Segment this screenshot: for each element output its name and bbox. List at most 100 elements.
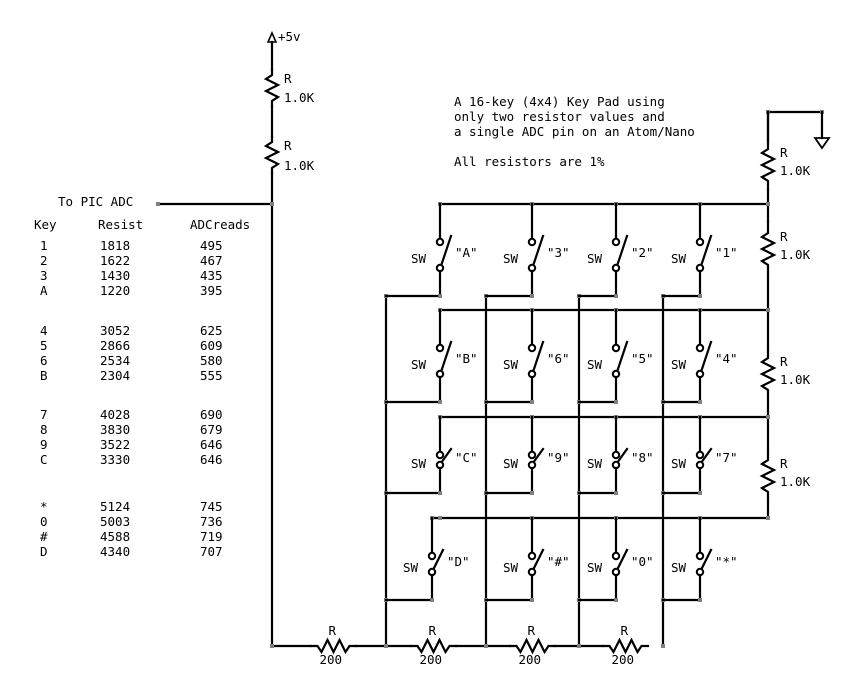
key-switch[interactable]: SW"2" (577, 202, 654, 298)
switch-label: "B" (455, 351, 478, 366)
resistor-name: R (528, 623, 536, 638)
key-cell: C (40, 452, 48, 467)
key-switch[interactable]: SW"9" (484, 415, 570, 495)
switch-prefix: SW (587, 560, 603, 575)
key-switch[interactable]: SW "1" (661, 202, 738, 298)
junction-node (430, 598, 434, 602)
adcreads-cell: 679 (200, 422, 223, 437)
switch-label: "D" (447, 554, 470, 569)
resist-cell: 3330 (100, 452, 130, 467)
key-switch[interactable]: SW "8" (577, 415, 654, 495)
key-cell: * (40, 499, 48, 514)
key-cell: B (40, 368, 48, 383)
resistor-name: R (329, 623, 337, 638)
switch-label: "C" (455, 450, 478, 465)
resist-cell: 5003 (100, 514, 130, 529)
resistor-name: R (780, 145, 788, 160)
resistor-value: 1.0K (780, 163, 811, 178)
switch-prefix: SW (503, 456, 519, 471)
adcreads-cell: 707 (200, 544, 223, 559)
switch-prefix: SW (671, 560, 687, 575)
key-cell: A (40, 283, 48, 298)
switch-prefix: SW (671, 251, 687, 266)
junction-node (530, 598, 534, 602)
adcreads-cell: 625 (200, 323, 223, 338)
junction-node (438, 294, 442, 298)
switch-label: "4" (715, 351, 738, 366)
resist-cell: 1818 (100, 238, 130, 253)
adcreads-cell: 646 (200, 452, 223, 467)
junction-node (530, 491, 534, 495)
adc-label: To PIC ADC (58, 194, 133, 209)
resist-cell: 5124 (100, 499, 130, 514)
switch-prefix: SW (503, 251, 519, 266)
junction-node (484, 644, 488, 648)
svg-text:A 16-key (4x4) Key Pad using: A 16-key (4x4) Key Pad using (454, 94, 665, 109)
key-cell: 1 (40, 238, 48, 253)
key-switch[interactable]: SW"4" (661, 308, 738, 404)
key-switch[interactable]: SW"C" (384, 415, 478, 495)
resistor-value: 1.0K (780, 474, 811, 489)
svg-text:R: R (284, 71, 292, 86)
resist-cell: 1622 (100, 253, 130, 268)
key-cell: 6 (40, 353, 48, 368)
table-row: C 3330 646 (40, 452, 223, 467)
svg-text:All resistors are 1%: All resistors are 1% (454, 154, 605, 169)
key-switch[interactable]: SW "B" (384, 308, 478, 404)
adcreads-cell: 736 (200, 514, 223, 529)
resistor-value: 1.0K (780, 247, 811, 262)
svg-text:R: R (284, 138, 292, 153)
resist-cell: 2304 (100, 368, 130, 383)
key-cell: 3 (40, 268, 48, 283)
adcreads-cell: 646 (200, 437, 223, 452)
pullup-resistor-2: R 1.0K (263, 135, 315, 175)
junction-node (766, 202, 770, 206)
switch-label: "3" (547, 245, 570, 260)
switch-prefix: SW (587, 456, 603, 471)
key-switch[interactable]: SW "D" (384, 516, 470, 602)
key-cell: 2 (40, 253, 48, 268)
svg-text:only two resistor values and: only two resistor values and (454, 109, 665, 124)
switch-label: "0" (631, 554, 654, 569)
key-switch[interactable]: SW "*" (661, 516, 738, 602)
junction-node (270, 644, 274, 648)
key-switch[interactable]: SW "5" (577, 308, 654, 404)
switch-prefix: SW (587, 251, 603, 266)
switch-label: "8" (631, 450, 654, 465)
key-switch[interactable]: SW "3" (484, 202, 570, 298)
switch-prefix: SW (503, 560, 519, 575)
switch-label: "A" (455, 245, 478, 260)
resistor-name: R (780, 354, 788, 369)
key-switch[interactable]: SW"#" (484, 516, 570, 602)
key-switch[interactable]: SW"7" (661, 415, 738, 495)
key-switch[interactable]: SW"6" (484, 308, 570, 404)
switch-prefix: SW (411, 357, 427, 372)
svg-text:a single ADC pin on an Atom/Na: a single ADC pin on an Atom/Nano (454, 124, 695, 139)
switch-label: "5" (631, 351, 654, 366)
adcreads-cell: 719 (200, 529, 223, 544)
switch-prefix: SW (587, 357, 603, 372)
resist-cell: 4340 (100, 544, 130, 559)
adcreads-cell: 745 (200, 499, 223, 514)
resist-cell: 4588 (100, 529, 130, 544)
key-switch[interactable]: SW "0" (577, 516, 654, 602)
switch-prefix: SW (403, 560, 419, 575)
ladder-resistor-4: R1.0K (759, 450, 811, 502)
switch-prefix: SW (671, 456, 687, 471)
ladder-resistor-1: R 1.0K (759, 138, 811, 192)
key-switch[interactable]: SW"A" (384, 202, 478, 298)
pullup-resistor-1: R 1.0K (263, 68, 315, 108)
ladder-resistor-3: R1.0K (759, 346, 811, 402)
switch-label: "1" (715, 245, 738, 260)
switch-label: "*" (715, 554, 738, 569)
